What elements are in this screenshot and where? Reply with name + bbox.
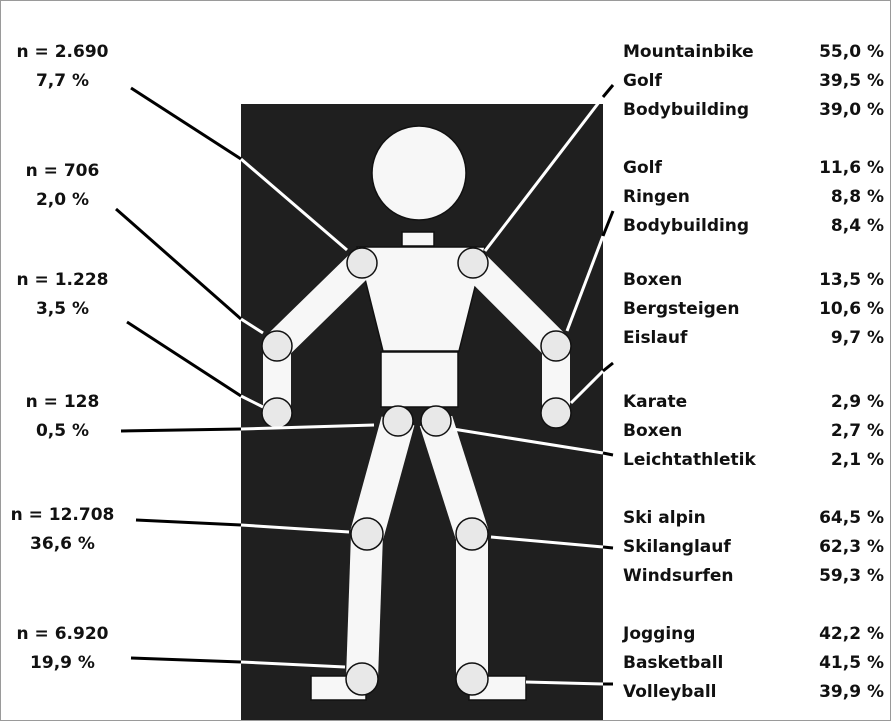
sport-percent: 62,3 %	[791, 533, 884, 562]
left-hip-joint	[383, 406, 413, 436]
leader-line-shoulder-left	[131, 88, 241, 159]
leader-line-hip-left	[121, 429, 241, 431]
left-wrist-joint	[262, 398, 292, 428]
head-shape	[372, 126, 466, 220]
sport-percent: 13,5 %	[791, 266, 884, 295]
sport-name: Windsurfen	[623, 562, 733, 591]
leader-line-elbow-right	[603, 211, 613, 236]
leader-line-ankle-left-inner	[241, 662, 345, 667]
left-ankle-joint	[346, 663, 378, 695]
left-label-shoulder-pct: 7,7 %	[1, 67, 124, 96]
left-label-knee-n: n = 12.708	[1, 501, 124, 530]
sport-percent: 8,8 %	[791, 183, 884, 212]
sport-percent: 39,9 %	[791, 678, 884, 707]
leader-line-knee-left-inner	[241, 525, 349, 532]
left-label-hip-n: n = 128	[1, 388, 124, 417]
sport-name: Karate	[623, 388, 687, 417]
leader-line-ankle-right-inner	[526, 682, 603, 684]
leader-line-wrist-right	[603, 363, 613, 371]
left-label-wrist-n: n = 1.228	[1, 266, 124, 295]
left-upper-arm	[277, 263, 362, 346]
sport-percent: 39,5 %	[791, 67, 884, 96]
leader-line-knee-right-inner	[491, 537, 603, 547]
sport-name: Boxen	[623, 417, 682, 446]
sport-name: Eislauf	[623, 324, 687, 353]
right-upper-arm	[473, 263, 556, 346]
leader-line-wrist-right-inner	[571, 371, 603, 403]
left-knee-joint	[351, 518, 383, 550]
left-elbow-joint	[262, 331, 292, 361]
right-elbow-joint	[541, 331, 571, 361]
leader-line-elbow-left-inner	[241, 319, 263, 333]
sport-name: Golf	[623, 67, 662, 96]
right-knee-joint	[456, 518, 488, 550]
hip-shape	[381, 352, 458, 407]
sport-percent: 11,6 %	[791, 154, 884, 183]
sport-percent: 9,7 %	[791, 324, 884, 353]
leader-line-shoulder-right	[603, 85, 613, 97]
sport-percent: 2,9 %	[791, 388, 884, 417]
sport-percent: 64,5 %	[791, 504, 884, 533]
leader-line-knee-left	[136, 520, 241, 525]
sport-name: Golf	[623, 154, 662, 183]
left-shoulder-joint	[347, 248, 377, 278]
leader-line-hip-right	[603, 453, 613, 455]
left-label-hip-pct: 0,5 %	[1, 417, 124, 446]
right-ankle-joint	[456, 663, 488, 695]
sport-name: Bergsteigen	[623, 295, 739, 324]
sport-percent: 39,0 %	[791, 96, 884, 125]
sport-name: Leichtathletik	[623, 446, 756, 475]
sport-percent: 42,2 %	[791, 620, 884, 649]
left-label-wrist-pct: 3,5 %	[1, 295, 124, 324]
left-shin	[362, 534, 367, 679]
sport-percent: 8,4 %	[791, 212, 884, 241]
left-thigh	[367, 421, 398, 534]
leader-line-ankle-left	[131, 658, 241, 662]
sport-name: Bodybuilding	[623, 96, 749, 125]
leader-line-wrist-left-inner	[241, 396, 263, 407]
leader-line-knee-right	[603, 547, 613, 548]
left-label-shoulder-n: n = 2.690	[1, 38, 124, 67]
right-wrist-joint	[541, 398, 571, 428]
right-thigh	[436, 421, 472, 534]
leader-line-hip-right-inner	[453, 429, 603, 453]
leader-line-shoulder-right-inner	[485, 97, 603, 251]
sport-percent: 2,7 %	[791, 417, 884, 446]
sport-percent: 59,3 %	[791, 562, 884, 591]
leader-line-wrist-left	[127, 322, 241, 396]
sport-name: Ringen	[623, 183, 690, 212]
neck-shape	[402, 232, 434, 246]
sport-percent: 10,6 %	[791, 295, 884, 324]
left-label-knee-pct: 36,6 %	[1, 530, 124, 559]
sport-name: Ski alpin	[623, 504, 706, 533]
left-label-elbow-pct: 2,0 %	[1, 186, 124, 215]
right-shoulder-joint	[458, 248, 488, 278]
sport-name: Volleyball	[623, 678, 716, 707]
sport-name: Skilanglauf	[623, 533, 731, 562]
sport-name: Basketball	[623, 649, 723, 678]
leader-line-shoulder-left-inner	[241, 159, 347, 250]
sport-percent: 41,5 %	[791, 649, 884, 678]
left-label-ankle-n: n = 6.920	[1, 620, 124, 649]
left-label-elbow-n: n = 706	[1, 157, 124, 186]
sport-name: Boxen	[623, 266, 682, 295]
sport-name: Bodybuilding	[623, 212, 749, 241]
sport-name: Mountainbike	[623, 38, 754, 67]
right-hip-joint	[421, 406, 451, 436]
leader-line-elbow-left	[116, 209, 241, 319]
sport-name: Jogging	[623, 620, 695, 649]
sport-percent: 2,1 %	[791, 446, 884, 475]
leader-line-hip-left-inner	[241, 425, 374, 429]
sport-percent: 55,0 %	[791, 38, 884, 67]
left-label-ankle-pct: 19,9 %	[1, 649, 124, 678]
leader-line-elbow-right-inner	[567, 236, 603, 331]
